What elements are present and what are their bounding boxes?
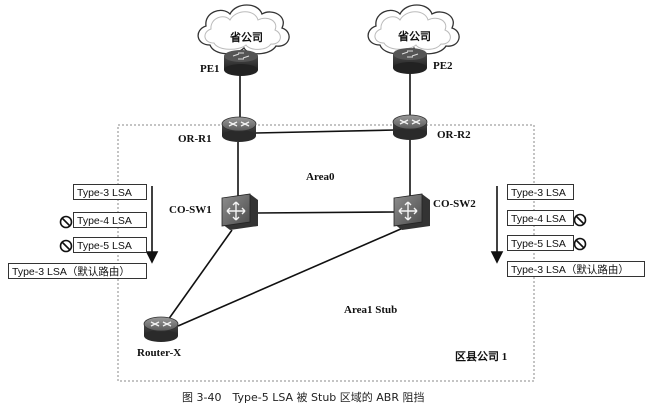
lsa-arrow-right xyxy=(490,186,504,264)
co-sw2-label: CO-SW2 xyxy=(433,198,476,210)
pe1-router-icon xyxy=(224,50,258,76)
link-cosw2-routerx xyxy=(177,227,404,327)
block-icon-left-type4 xyxy=(59,215,73,229)
block-icon-right-type4 xyxy=(573,213,587,227)
lsa-left-type3: Type-3 LSA xyxy=(73,184,147,200)
link-cosw1-routerx xyxy=(167,229,233,321)
co-sw1-switch-icon xyxy=(221,193,258,230)
lsa-left-type4: Type-4 LSA xyxy=(73,212,147,228)
area-boundary xyxy=(117,124,535,382)
or-r2-router-icon xyxy=(392,114,428,140)
lsa-left-type5: Type-5 LSA xyxy=(73,237,147,253)
figure-caption: 图 3-40 Type-5 LSA 被 Stub 区域的 ABR 阻挡 xyxy=(182,391,425,404)
area0-label: Area0 xyxy=(306,171,335,183)
pe2-label: PE2 xyxy=(433,60,453,72)
lsa-right-type3-default: Type-3 LSA（默认路由） xyxy=(507,261,645,277)
block-icon-right-type5 xyxy=(573,237,587,251)
lsa-right-type5: Type-5 LSA xyxy=(507,235,574,251)
or-r1-router-icon xyxy=(221,116,257,142)
lsa-right-type4: Type-4 LSA xyxy=(507,210,574,226)
lsa-right-type3: Type-3 LSA xyxy=(507,184,574,200)
cloud-right-label: 省公司 xyxy=(398,30,431,43)
or-r2-label: OR-R2 xyxy=(437,129,471,141)
district-label: 区县公司 1 xyxy=(455,351,508,363)
cloud-left xyxy=(197,4,290,55)
router-x-icon xyxy=(143,316,179,342)
links xyxy=(167,70,411,327)
lsa-arrow-left xyxy=(145,186,159,264)
router-x-label: Router-X xyxy=(137,347,182,359)
co-sw1-label: CO-SW1 xyxy=(169,204,212,216)
cloud-left-label: 省公司 xyxy=(230,31,263,44)
pe2-router-icon xyxy=(393,48,427,74)
link-orr1-orr2 xyxy=(255,129,396,134)
lsa-left-type3-default: Type-3 LSA（默认路由） xyxy=(8,263,147,279)
or-r1-label: OR-R1 xyxy=(178,133,212,145)
co-sw2-switch-icon xyxy=(393,193,430,230)
block-icon-left-type5 xyxy=(59,239,73,253)
link-cosw1-cosw2 xyxy=(255,211,396,214)
pe1-label: PE1 xyxy=(200,63,220,75)
area1-label: Area1 Stub xyxy=(344,304,398,316)
